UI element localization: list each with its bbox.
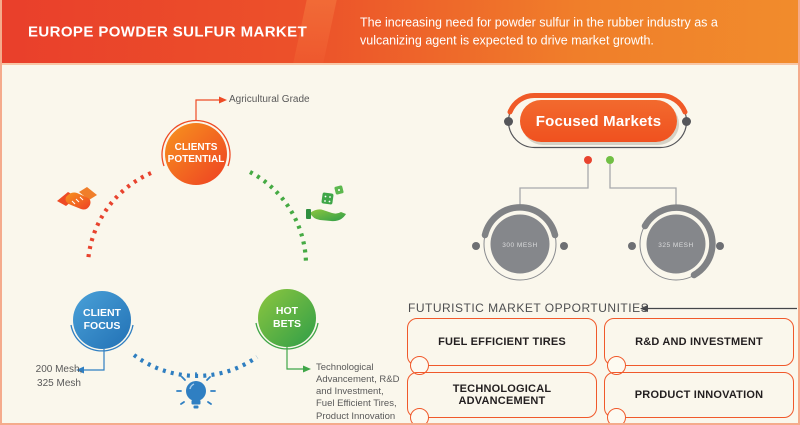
focused-markets-pill: Focused Markets <box>520 100 677 142</box>
opportunities-title: FUTURISTIC MARKET OPPORTUNITIES <box>408 301 650 315</box>
header-underline <box>0 63 800 65</box>
page-title: EUROPE POWDER SULFUR MARKET <box>28 23 308 40</box>
header-tagline: The increasing need for powder sulfur in… <box>360 14 718 48</box>
gauge-label: 325 MESH <box>658 242 693 249</box>
opportunity-box-rd-and-investment: R&D AND INVESTMENT <box>604 318 794 375</box>
opportunity-box-product-innovation: PRODUCT INNOVATION <box>604 372 794 425</box>
handshake-icon <box>57 187 97 210</box>
money-hand-icon <box>306 185 346 222</box>
cycle-node-hot-bets: HOT BETS <box>258 289 316 347</box>
callout-mesh-sizes: 200 Mesh, 325 Mesh <box>35 364 83 389</box>
gauge-label: 300 MESH <box>502 242 537 249</box>
header-banner: EUROPE POWDER SULFUR MARKET The increasi… <box>0 0 800 63</box>
cycle-node-client-focus: CLIENT FOCUS <box>73 291 131 349</box>
lightbulb-icon <box>176 372 216 409</box>
callout-hot-bets-list: Technological Advancement, R&D and Inves… <box>316 362 400 422</box>
gauge-325-mesh-icon: 325 MESH <box>628 204 724 281</box>
opportunities-arrow <box>640 305 797 312</box>
focused-markets-frame <box>504 93 691 210</box>
callout-agricultural-grade: Agricultural Grade <box>229 94 310 105</box>
opportunity-box-fuel-efficient-tires: FUEL EFFICIENT TIRES <box>407 318 597 375</box>
cycle-node-clients-potential: CLIENTS POTENTIAL <box>165 123 227 185</box>
gauge-300-mesh-icon: 300 MESH <box>472 204 568 281</box>
callout-connectors <box>76 96 311 374</box>
opportunity-box-technological-advancement: TECHNOLOGICAL ADVANCEMENT <box>407 372 597 425</box>
